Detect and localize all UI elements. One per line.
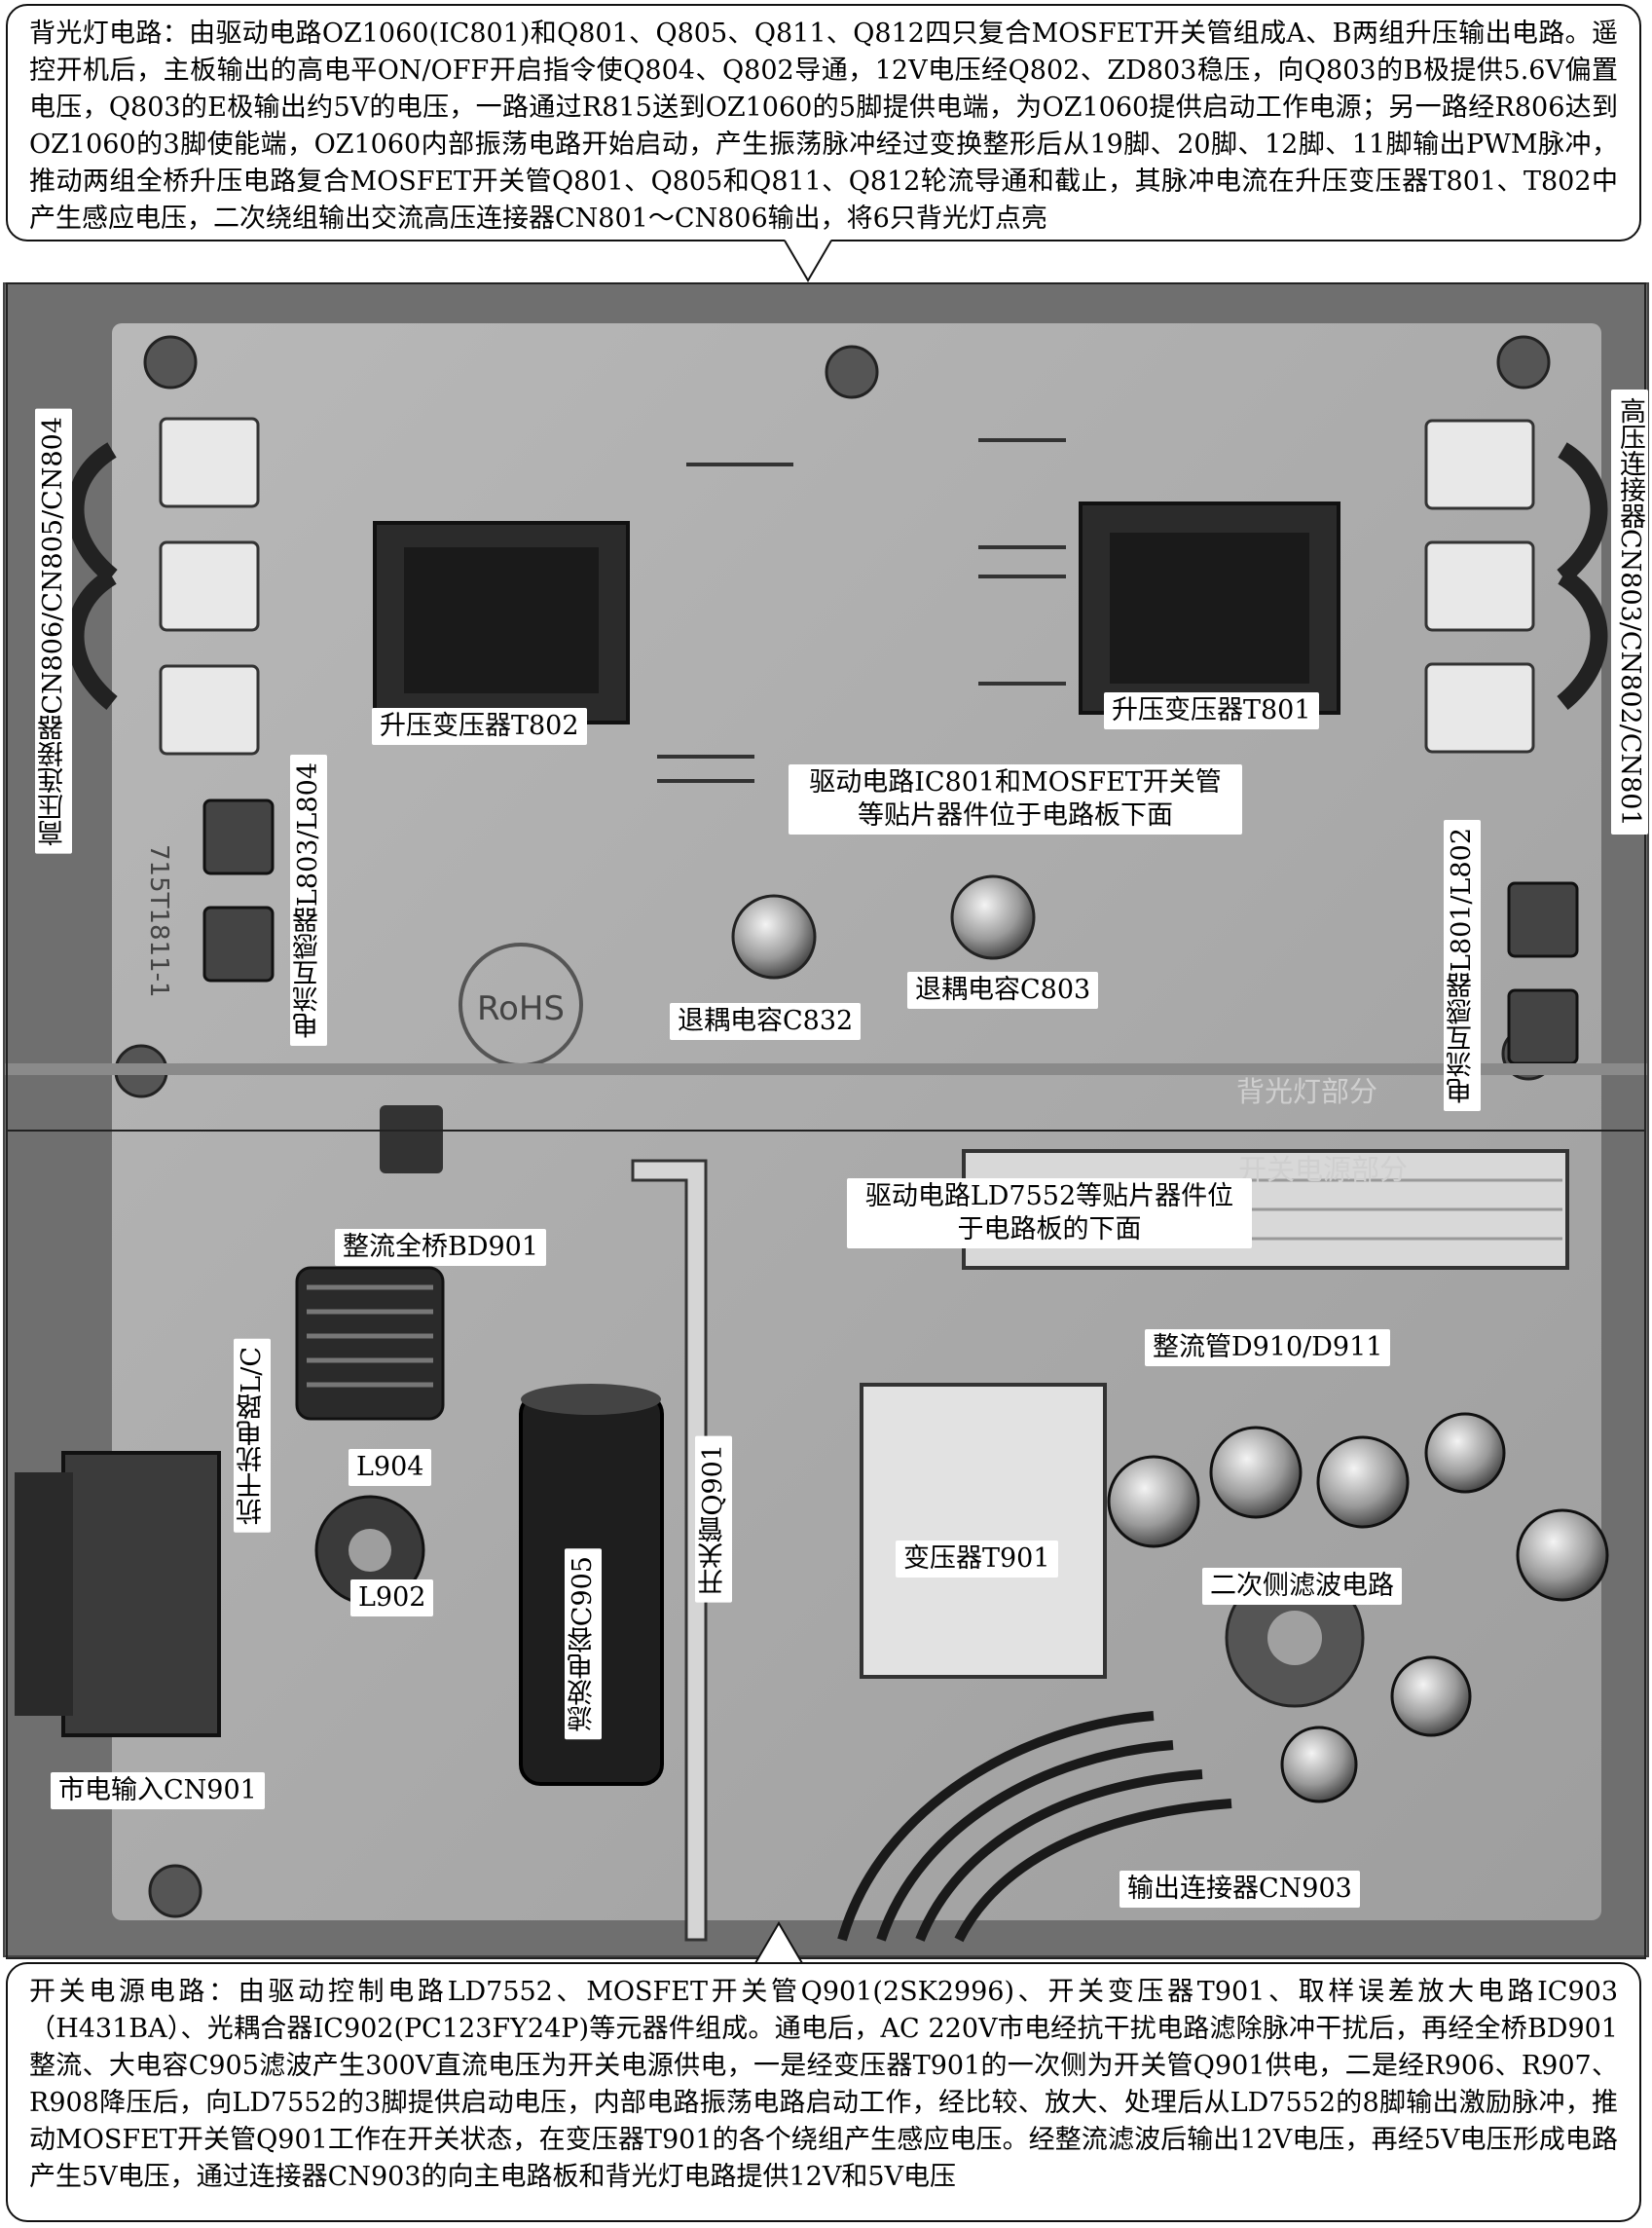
label-switch-q901: 开关管Q901 [695,1436,732,1603]
label-emi-filter-lc: 抗干扰电路L/C [234,1339,271,1533]
label-hv-connector-right: 高压连接器CN803/CN802/CN801 [1611,390,1648,835]
label-secondary-filter: 二次侧滤波电路 [1202,1568,1402,1605]
label-capacitor-c803: 退耦电容C803 [907,972,1099,1009]
bridge-rectifier-bd901 [380,1105,443,1173]
label-output-connector-cn903: 输出连接器CN903 [1120,1871,1360,1908]
secondary-filter-caps [1107,1412,1609,1803]
power-section-title: 开关电源部分 [1238,1153,1409,1186]
power-description-callout: 开关电源电路：由驱动控制电路LD7552、MOSFET开关管Q901(2SK29… [6,1962,1641,2222]
label-capacitor-c832: 退耦电容C832 [670,1003,862,1040]
backlight-section-title: 背光灯部分 [1236,1075,1378,1108]
inductor-l904 [295,1266,445,1421]
label-ld7552-drive: 驱动电路LD7552等贴片器件位于电路板的下面 [847,1178,1252,1248]
label-current-transformer-l803: 电流互感器L803/L804 [290,755,327,1047]
label-bridge-rectifier-bd901: 整流全桥BD901 [335,1229,547,1266]
label-current-transformer-l801: 电流互感器L801/L802 [1444,820,1481,1112]
capacitor-c832 [731,894,817,980]
left-hv-wires [66,442,118,711]
label-inductor-l902: L902 [350,1579,434,1616]
bottom-callout-pointer [754,1921,803,1964]
label-transformer-t801: 升压变压器T801 [1104,692,1319,729]
label-hv-connector-left: 高压连接器CN806/CN805/CN804 [35,409,72,854]
left-hv-connectors [159,417,260,756]
current-transformers [202,798,1579,1065]
board-model-text: 715T1811-1 [144,844,173,998]
rohs-text: RoHS [477,989,565,1028]
backlight-description-text: 背光灯电路：由驱动电路OZ1060(IC801)和Q801、Q805、Q811、… [29,19,1618,234]
label-rectifier-d910: 整流管D910/D911 [1145,1329,1391,1366]
output-wires [837,1711,1232,1943]
label-capacitor-c905: 滤波电容C905 [565,1548,602,1740]
right-hv-connectors [1424,419,1535,754]
label-transformer-t901: 变压器T901 [896,1541,1058,1578]
label-transformer-t802: 升压变压器T802 [372,708,587,745]
backlight-description-callout: 背光灯电路：由驱动电路OZ1060(IC801)和Q801、Q805、Q811、… [6,4,1641,241]
transformer-t901-body [860,1383,1107,1679]
heatsink [631,1159,708,1942]
label-mains-input-cn901: 市电输入CN901 [51,1772,265,1809]
power-section-box [6,1130,1646,1959]
label-ic801-drive: 驱动电路IC801和MOSFET开关管等贴片器件位于电路板下面 [789,764,1242,835]
capacitor-c803 [950,874,1036,960]
screw-holes [114,335,1556,1918]
top-callout-pointer [784,240,832,282]
power-description-text: 开关电源电路：由驱动控制电路LD7552、MOSFET开关管Q901(2SK29… [29,1977,1618,2192]
jumpers [657,438,1066,783]
mains-input-cn901 [61,1451,221,1737]
label-inductor-l904: L904 [349,1449,432,1486]
